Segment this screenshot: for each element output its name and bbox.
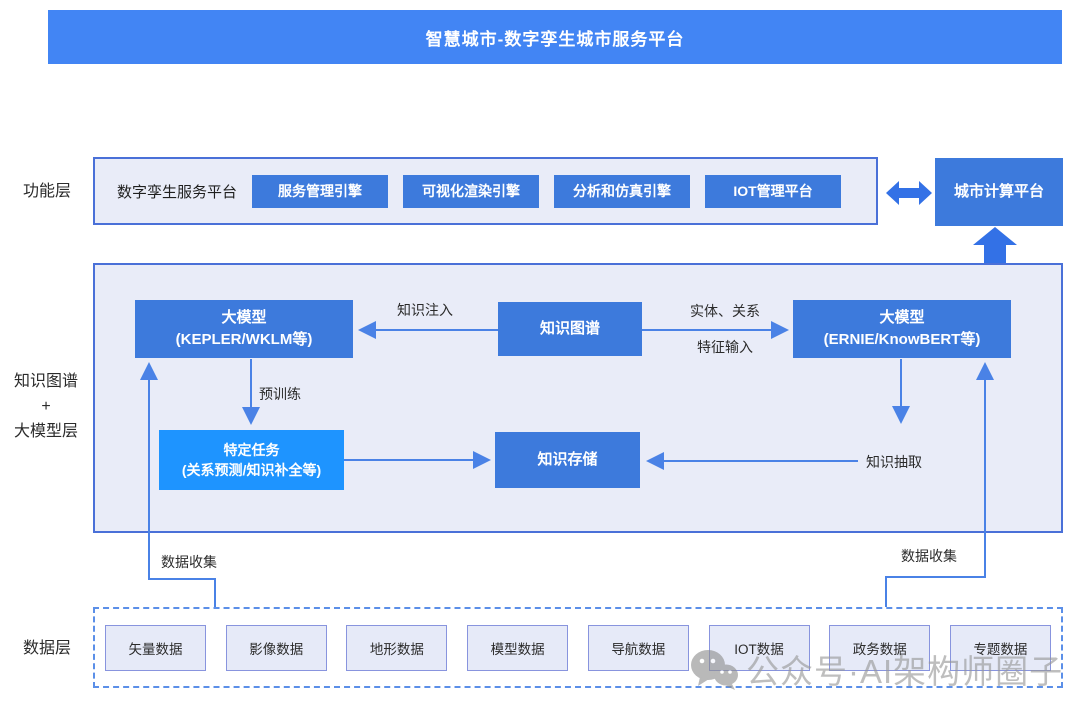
page-title: 智慧城市-数字孪生城市服务平台 bbox=[48, 10, 1062, 64]
edge-label-pretrain: 预训练 bbox=[259, 386, 301, 402]
llm-left-box: 大模型 (KEPLER/WKLM等) bbox=[135, 300, 353, 358]
city-computing-platform-box: 城市计算平台 bbox=[935, 158, 1063, 226]
edge-label-data-collection-left: 数据收集 bbox=[161, 554, 217, 570]
knowledge-graph-box: 知识图谱 bbox=[498, 302, 642, 356]
edge-label-data-collection-right: 数据收集 bbox=[901, 548, 957, 564]
edge-label-feature-input: 特征输入 bbox=[697, 339, 753, 355]
label-function-layer: 功能层 bbox=[22, 183, 71, 200]
data-box-iot: IOT数据 bbox=[708, 624, 810, 671]
data-box-vector: 矢量数据 bbox=[105, 624, 206, 671]
digital-twin-platform-label: 数字孪生服务平台 bbox=[117, 183, 238, 201]
function-layer-panel: 数字孪生服务平台 服务管理引擎 可视化渲染引擎 分析和仿真引擎 IOT管理平台 bbox=[93, 157, 878, 225]
data-box-thematic: 专题数据 bbox=[949, 624, 1051, 671]
engine-analysis-simulation: 分析和仿真引擎 bbox=[554, 174, 691, 208]
label-knowledge-layer: 知识图谱 + 大模型层 bbox=[13, 373, 78, 440]
data-box-terrain: 地形数据 bbox=[346, 624, 448, 671]
knowledge-storage-box: 知识存储 bbox=[495, 432, 640, 488]
double-arrow-icon bbox=[886, 181, 932, 205]
edge-label-entity-relation: 实体、关系 bbox=[690, 303, 760, 319]
edge-label-knowledge-injection: 知识注入 bbox=[397, 302, 453, 318]
data-box-model: 模型数据 bbox=[467, 624, 569, 671]
llm-right-box: 大模型 (ERNIE/KnowBERT等) bbox=[793, 300, 1011, 358]
specific-task-box: 特定任务 (关系预测/知识补全等) bbox=[159, 430, 344, 490]
data-layer-panel: 矢量数据 影像数据 地形数据 模型数据 导航数据 IOT数据 政务数据 专题数据 bbox=[93, 607, 1063, 688]
engine-visual-rendering: 可视化渲染引擎 bbox=[403, 174, 540, 208]
data-box-government: 政务数据 bbox=[829, 624, 931, 671]
label-data-layer: 数据层 bbox=[22, 640, 71, 657]
engine-iot-management: IOT管理平台 bbox=[705, 174, 842, 208]
engine-service-management: 服务管理引擎 bbox=[252, 174, 389, 208]
edge-label-knowledge-extraction: 知识抽取 bbox=[866, 454, 922, 470]
up-arrow-icon bbox=[973, 227, 1017, 263]
data-box-navigation: 导航数据 bbox=[587, 624, 689, 671]
data-box-imagery: 影像数据 bbox=[225, 624, 327, 671]
